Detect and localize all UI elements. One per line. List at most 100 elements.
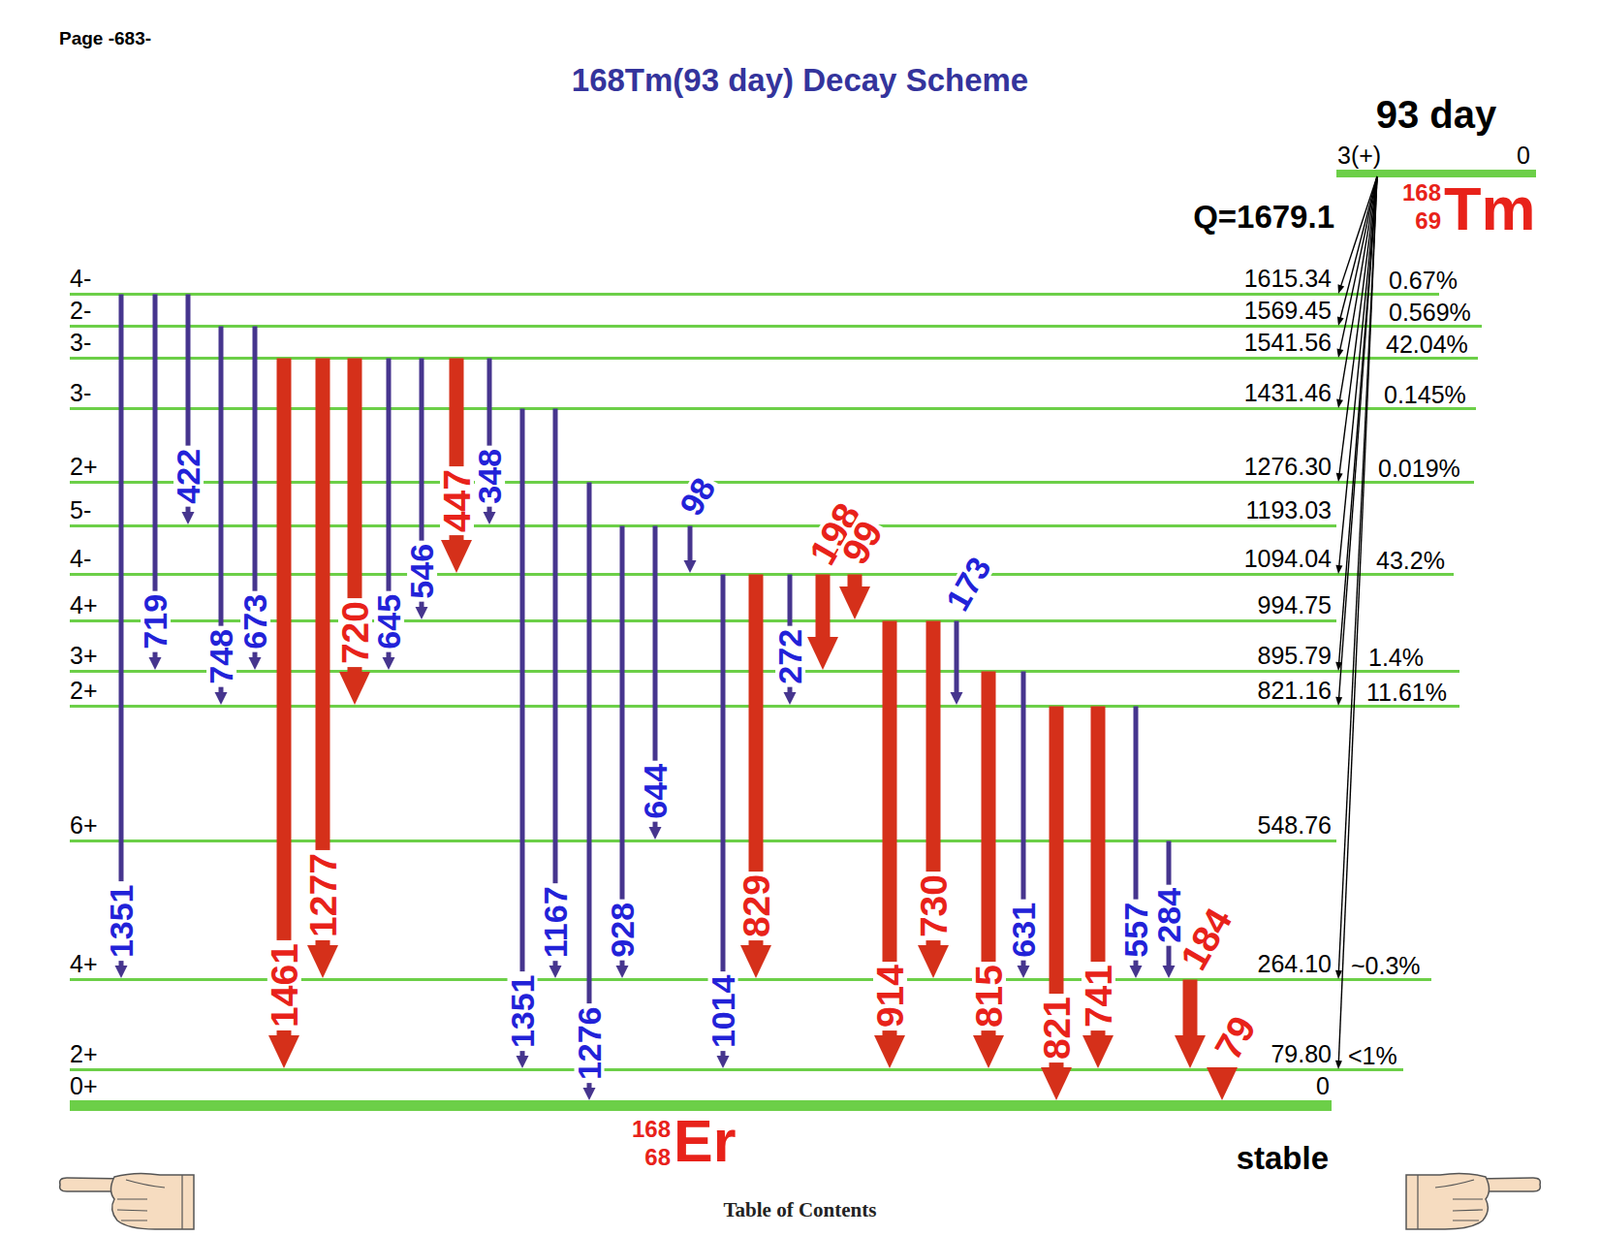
- arrow-head: [1338, 283, 1346, 294]
- arrow-head: [1335, 1060, 1343, 1069]
- arrow-head: [1337, 315, 1345, 326]
- spin-parity: 2-: [69, 298, 92, 323]
- arrow-shaft: [954, 621, 960, 694]
- gamma-energy-label: 348: [474, 445, 505, 507]
- gamma-energy-label: 1351: [106, 880, 137, 961]
- level-energy: 895.79: [1257, 643, 1332, 668]
- level-energy: 548.76: [1257, 813, 1332, 838]
- hand-palm: [111, 1172, 195, 1229]
- spin-parity: 6+: [69, 813, 98, 838]
- gamma-energy-label: 79: [1208, 1007, 1262, 1067]
- arrow-head: [950, 691, 964, 705]
- arrow-shaft: [1338, 176, 1378, 1062]
- mass-number: 168: [631, 1117, 671, 1141]
- gamma-energy-label: 422: [173, 445, 204, 507]
- spin-parity: 5-: [69, 498, 92, 523]
- arrow-head: [516, 1055, 530, 1068]
- arrow-head: [874, 1035, 906, 1068]
- arrow-head: [583, 1087, 597, 1100]
- gamma-energy-label: 631: [1008, 899, 1039, 961]
- arrow-head: [149, 657, 162, 670]
- feeding-intensity-label: 11.61%: [1365, 680, 1448, 705]
- level-energy: 1569.45: [1244, 298, 1332, 323]
- beta-feed-arrow: [1335, 176, 1378, 574]
- gamma-energy-label: 928: [607, 899, 638, 961]
- arrow-head: [549, 965, 563, 978]
- gamma-energy-label: 1167: [540, 882, 571, 961]
- gamma-energy-label: 1277: [305, 849, 340, 941]
- arrow-shaft: [277, 358, 292, 1037]
- gamma-energy-label: 673: [240, 591, 271, 653]
- arrow-head: [784, 691, 797, 705]
- arrow-head: [215, 691, 228, 705]
- gamma-energy-label: 815: [971, 961, 1005, 1031]
- level-energy: 264.10: [1257, 951, 1332, 976]
- energy-level: 3- 1541.56: [69, 332, 1478, 360]
- level-energy: 1541.56: [1244, 330, 1332, 355]
- feeding-intensity-label: 1.4%: [1367, 645, 1425, 670]
- spin-parity: 4-: [69, 546, 92, 571]
- gamma-energy-label: 645: [374, 591, 405, 653]
- level-energy: 1276.30: [1244, 454, 1332, 479]
- q-value: Q=1679.1: [1192, 200, 1335, 233]
- gamma-transition-arrow: [516, 408, 530, 1069]
- half-life: 93 day: [1336, 94, 1537, 134]
- pointing-hand: [60, 1172, 194, 1229]
- arrow-head: [1335, 696, 1343, 706]
- arrow-shaft: [119, 294, 125, 968]
- gamma-energy-label: 829: [738, 871, 773, 941]
- hand-lines: [117, 1174, 183, 1229]
- arrow-head: [339, 671, 371, 705]
- gamma-energy-label: 644: [640, 760, 671, 822]
- arrow-head: [740, 944, 772, 978]
- spin-parity: 3+: [69, 643, 98, 668]
- level-energy: 1094.04: [1244, 546, 1332, 571]
- arrow-head: [415, 606, 429, 620]
- arrow-head: [917, 944, 949, 978]
- arrow-head: [1336, 347, 1344, 358]
- arrow-shaft: [847, 574, 863, 589]
- arrow-head: [616, 965, 629, 978]
- gamma-energy-label: 1461: [266, 940, 301, 1031]
- arrow-head: [1335, 564, 1343, 574]
- gamma-energy-label: 720: [337, 597, 372, 667]
- arrow-head: [249, 657, 262, 670]
- arrow-head: [440, 539, 472, 573]
- arrow-shaft: [1339, 176, 1378, 566]
- arrow-head: [1335, 970, 1343, 979]
- level-energy: 1431.46: [1244, 380, 1332, 406]
- arrow-shaft: [688, 526, 693, 563]
- gamma-transition-arrow: [1174, 979, 1206, 1069]
- arrow-head: [649, 826, 662, 840]
- gamma-energy-label: 741: [1080, 961, 1115, 1031]
- arrow-head: [1162, 965, 1176, 978]
- gamma-energy-label: 447: [439, 466, 473, 535]
- gamma-energy-label: 173: [940, 549, 997, 618]
- gamma-energy-label: 1014: [708, 971, 739, 1051]
- level-energy: 994.75: [1257, 593, 1332, 618]
- gamma-energy-label: 557: [1121, 899, 1152, 961]
- level-energy: 821.16: [1257, 678, 1332, 703]
- gamma-energy-label: 719: [140, 591, 171, 653]
- arrow-shaft: [1183, 979, 1198, 1037]
- beta-feed-arrow: [1335, 176, 1378, 706]
- spin-parity: 3-: [69, 330, 92, 355]
- level-energy: 0: [1516, 143, 1531, 168]
- gamma-energy-label: 914: [872, 961, 907, 1031]
- arrow-shaft: [520, 408, 526, 1058]
- feeding-intensity-label: <1%: [1347, 1043, 1399, 1068]
- feeding-intensity-label: 0.019%: [1377, 456, 1462, 481]
- hand-palm: [1406, 1172, 1490, 1229]
- gamma-energy-label: 748: [206, 626, 237, 688]
- beta-feed-arrow: [1335, 176, 1378, 1069]
- page-title: 168Tm(93 day) Decay Scheme: [0, 63, 1600, 96]
- gamma-energy-label: 98: [673, 470, 721, 523]
- arrow-head: [1206, 1066, 1238, 1100]
- arrow-head: [684, 560, 697, 573]
- element-symbol: Tm: [1443, 178, 1537, 240]
- feeding-intensity-label: 0.67%: [1387, 268, 1459, 293]
- atomic-number: 68: [644, 1145, 671, 1169]
- feeding-intensity-label: 0.145%: [1382, 382, 1468, 408]
